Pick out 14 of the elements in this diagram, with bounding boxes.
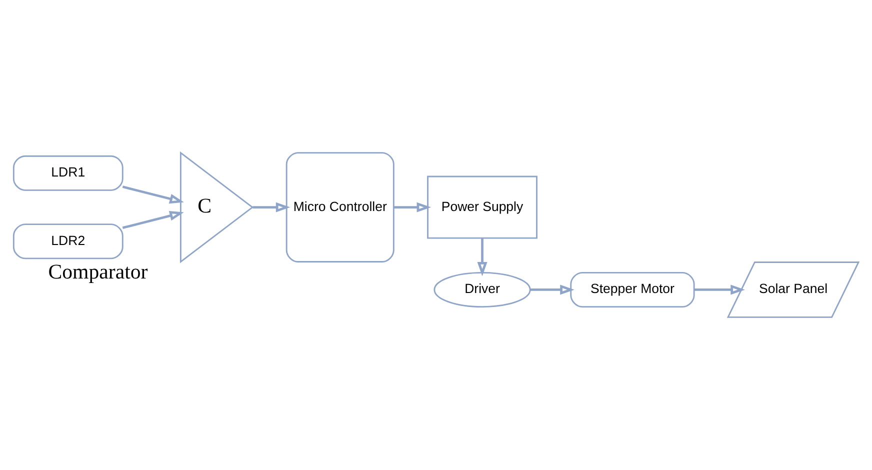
- node-ellipse: Driver: [434, 272, 531, 308]
- node-box: LDR2: [12, 224, 124, 260]
- arrow: [122, 210, 184, 229]
- arrow: [394, 202, 432, 212]
- node-box: Stepper Motor: [570, 272, 695, 308]
- arrow: [477, 238, 488, 276]
- arrow: [252, 202, 290, 212]
- node-box: Power Supply: [427, 176, 538, 239]
- arrow: [694, 284, 745, 295]
- arrow: [122, 186, 184, 204]
- node-box: LDR1: [12, 155, 124, 191]
- node-box: Micro Controller: [286, 152, 394, 262]
- node-label: Comparator: [48, 259, 148, 284]
- arrow: [530, 284, 574, 295]
